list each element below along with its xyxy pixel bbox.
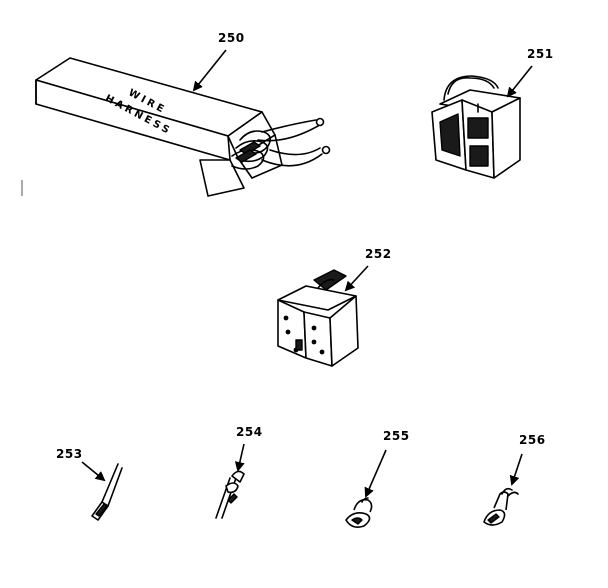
terminal-255 — [345, 497, 373, 528]
callout-label-256: 256 — [519, 433, 546, 447]
callout-252: 252 — [344, 247, 392, 292]
arrow-252 — [344, 265, 369, 292]
terminal-253 — [91, 463, 123, 521]
callout-251: 251 — [506, 47, 554, 98]
arrow-251 — [506, 65, 533, 98]
connector-block-252 — [277, 269, 359, 367]
callout-250: 250 — [192, 31, 245, 92]
arrow-253 — [81, 461, 106, 482]
callout-label-252: 252 — [365, 247, 392, 261]
arrow-256 — [509, 453, 523, 486]
callout-label-255: 255 — [383, 429, 410, 443]
terminal-256 — [483, 487, 519, 526]
callout-256: 256 — [509, 433, 546, 486]
callout-254: 254 — [234, 425, 263, 472]
connector-block-251 — [431, 75, 521, 179]
wire-harness-part: WIRE HARNESS — [35, 57, 331, 197]
arrow-250 — [192, 49, 227, 92]
callout-label-254: 254 — [236, 425, 263, 439]
callout-253: 253 — [56, 447, 106, 482]
terminal-254 — [215, 470, 245, 519]
callout-label-250: 250 — [218, 31, 245, 45]
arrow-254 — [234, 443, 245, 472]
wire-coil — [231, 130, 272, 170]
callout-label-253: 253 — [56, 447, 83, 461]
callout-label-251: 251 — [527, 47, 554, 61]
callout-255: 255 — [364, 429, 410, 498]
arrow-255 — [364, 449, 387, 498]
